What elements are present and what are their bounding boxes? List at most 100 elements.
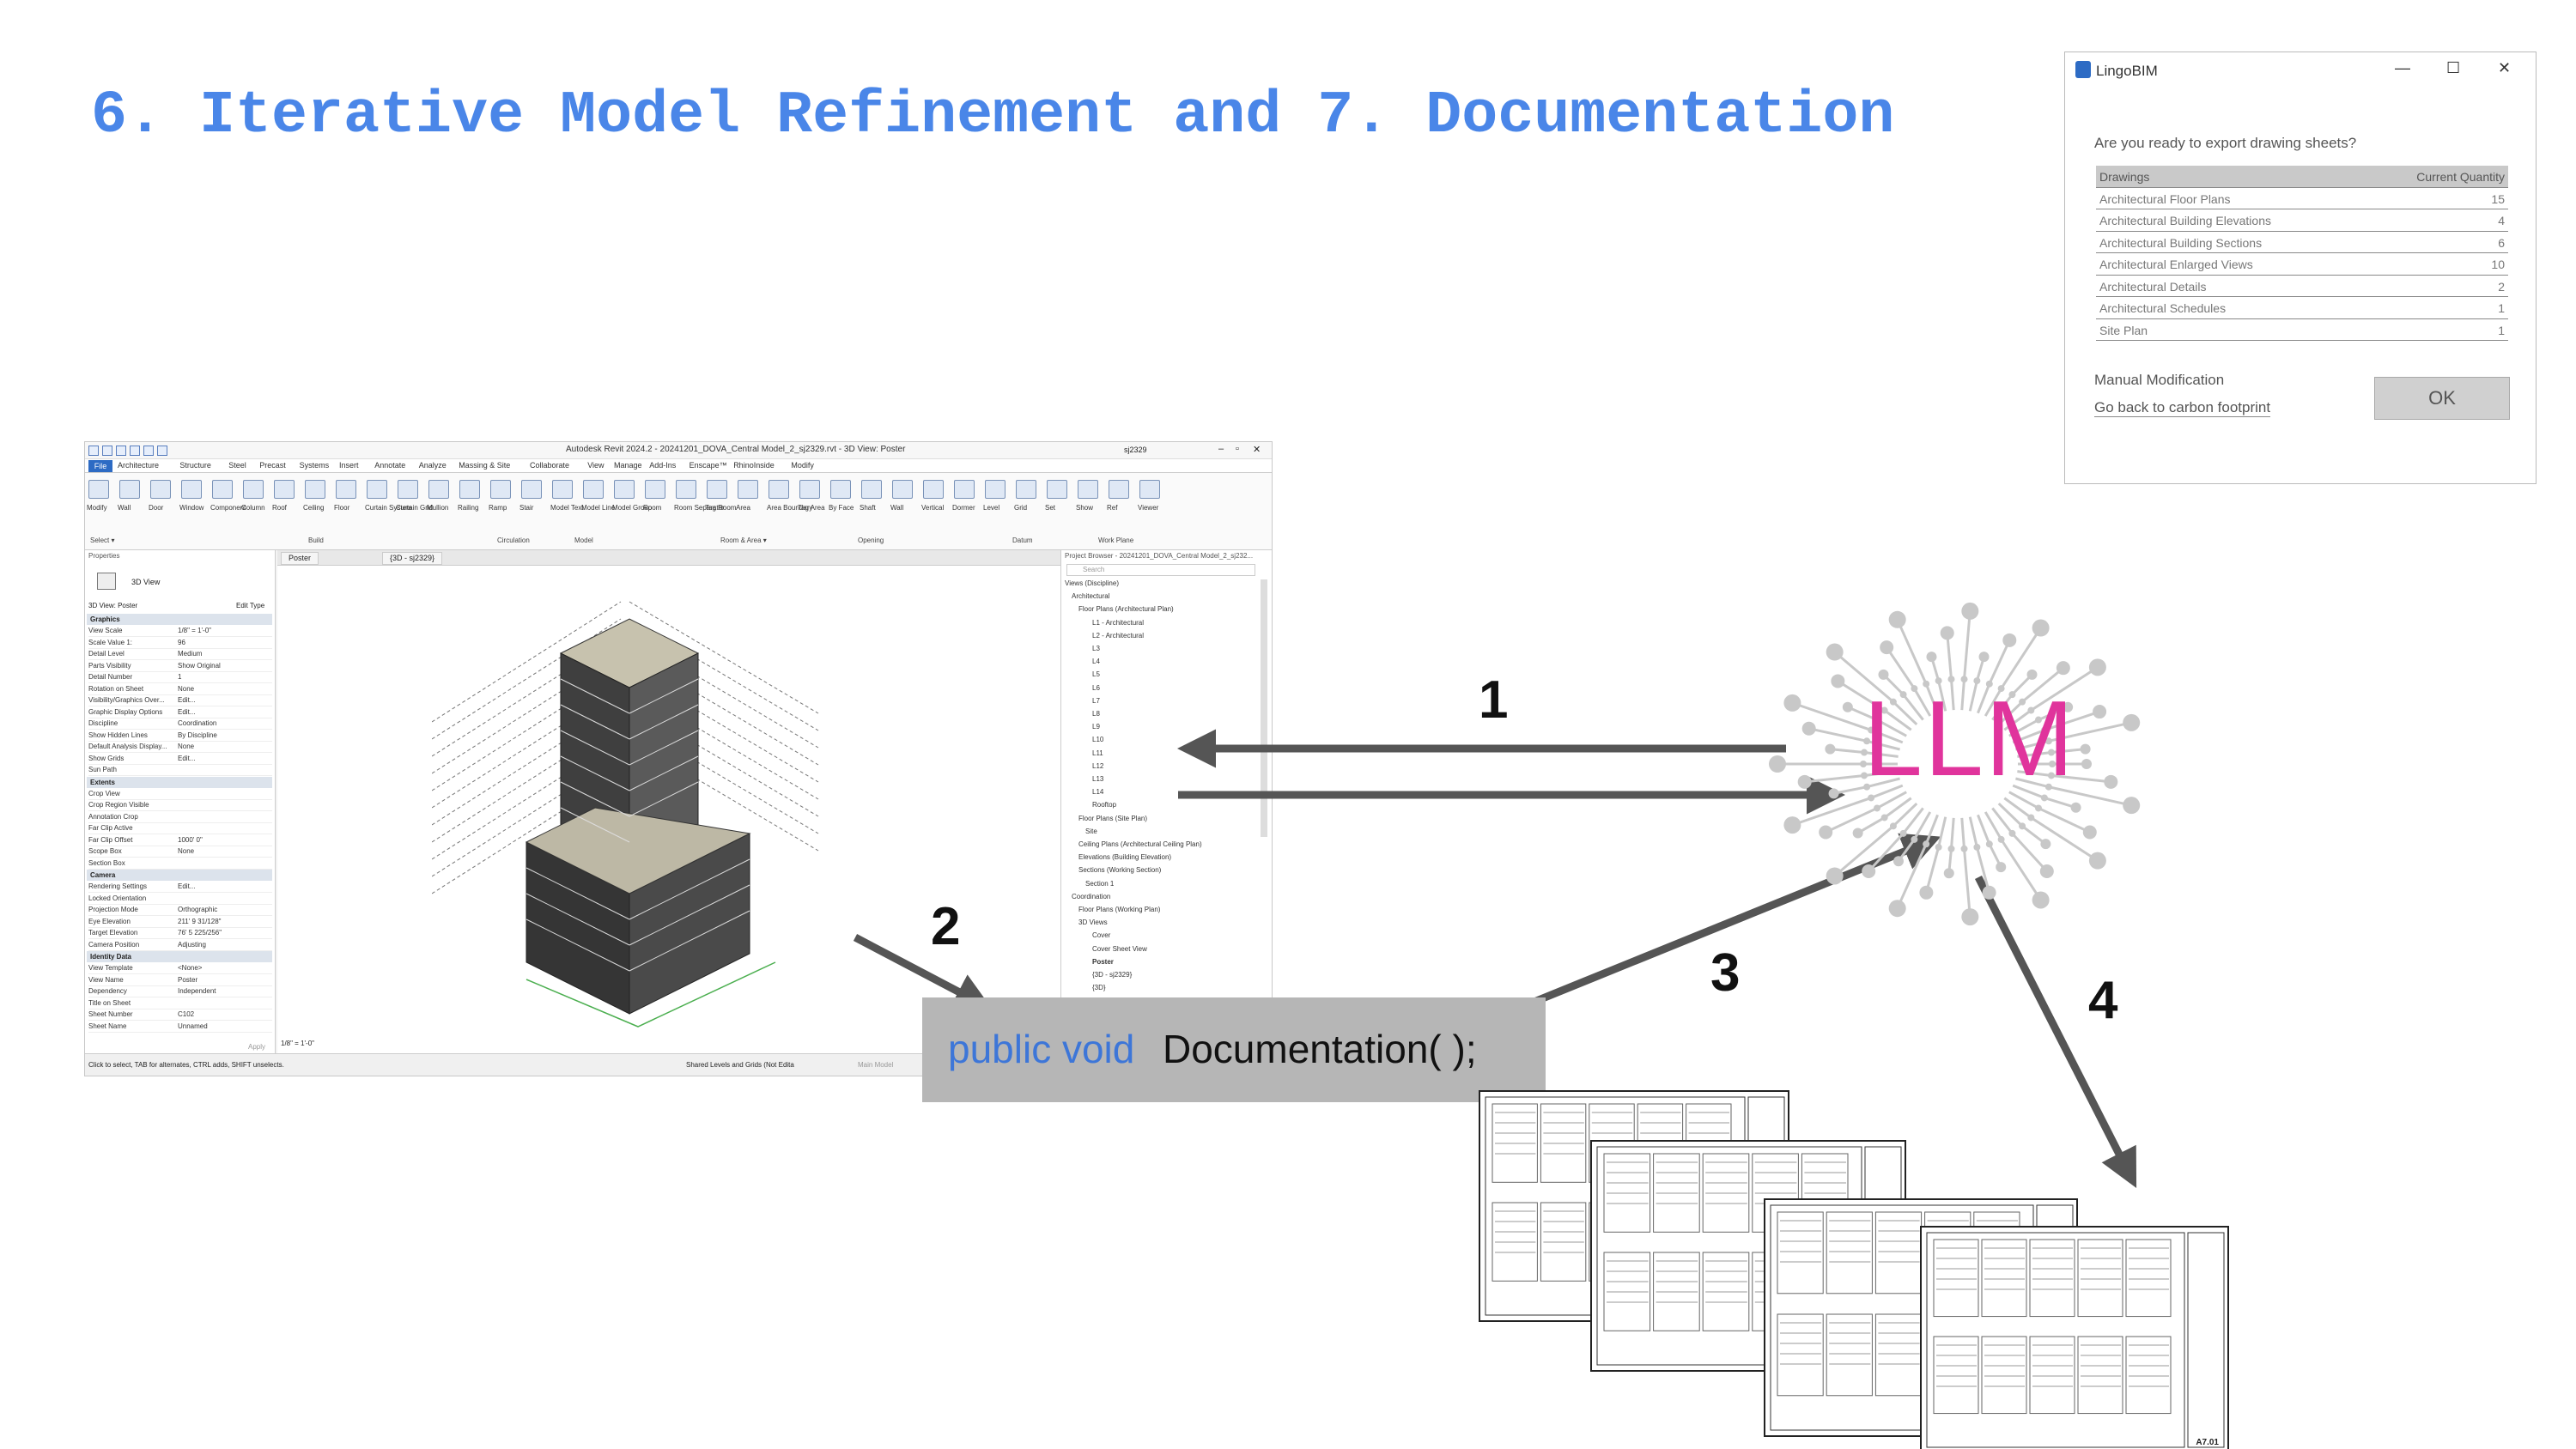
ribbon-tab[interactable]: Structure bbox=[179, 461, 211, 470]
ribbon-tab[interactable]: Insert bbox=[339, 461, 359, 470]
browser-item[interactable]: Elevations (Building Elevation) bbox=[1078, 853, 1172, 862]
ribbon-tab[interactable]: Massing & Site bbox=[459, 461, 511, 470]
tool-icon[interactable] bbox=[521, 480, 542, 499]
browser-item[interactable]: L14 bbox=[1092, 788, 1104, 797]
browser-item[interactable]: L9 bbox=[1092, 723, 1100, 731]
tool-icon[interactable] bbox=[892, 480, 913, 499]
building-model[interactable] bbox=[432, 585, 827, 1031]
ribbon-tab[interactable]: Add-Ins bbox=[649, 461, 677, 470]
browser-item[interactable]: L11 bbox=[1092, 749, 1103, 757]
browser-item[interactable]: Site bbox=[1085, 827, 1097, 835]
browser-item[interactable]: Sections (Working Section) bbox=[1078, 866, 1162, 875]
browser-item[interactable]: L6 bbox=[1092, 683, 1100, 692]
browser-item[interactable]: Floor Plans (Site Plan) bbox=[1078, 814, 1148, 822]
property-row[interactable]: Scale Value 1:96 bbox=[88, 638, 272, 649]
tool-icon[interactable] bbox=[1139, 480, 1160, 499]
tool-icon[interactable] bbox=[738, 480, 758, 499]
ribbon-tab[interactable]: File bbox=[88, 460, 112, 472]
ribbon-tab[interactable]: Systems bbox=[299, 461, 330, 470]
ribbon-tab[interactable]: Manage bbox=[614, 461, 642, 470]
browser-item[interactable]: L3 bbox=[1092, 645, 1100, 652]
browser-item[interactable]: Cover Sheet View bbox=[1092, 944, 1147, 953]
ribbon-tab[interactable]: Analyze bbox=[418, 461, 447, 470]
close-icon[interactable]: ✕ bbox=[1253, 445, 1261, 455]
browser-item[interactable]: L2 - Architectural bbox=[1092, 631, 1145, 640]
tool-icon[interactable] bbox=[830, 480, 851, 499]
tool-icon[interactable] bbox=[614, 480, 635, 499]
3d-view-area[interactable]: Poster {3D - sj2329} bbox=[277, 550, 1145, 1053]
tool-icon[interactable] bbox=[799, 480, 820, 499]
tool-icon[interactable] bbox=[367, 480, 387, 499]
tool-icon[interactable] bbox=[305, 480, 325, 499]
browser-scrollbar[interactable] bbox=[1261, 579, 1267, 837]
apply-button[interactable]: Apply bbox=[248, 1043, 266, 1051]
open-icon[interactable] bbox=[102, 446, 112, 456]
browser-item[interactable]: L7 bbox=[1092, 696, 1100, 705]
redo-icon[interactable] bbox=[157, 446, 167, 456]
browser-item[interactable]: L13 bbox=[1092, 775, 1104, 783]
tool-icon[interactable] bbox=[428, 480, 449, 499]
tool-icon[interactable] bbox=[583, 480, 604, 499]
tool-icon[interactable] bbox=[212, 480, 233, 499]
property-row[interactable]: Far Clip Active bbox=[88, 823, 272, 834]
property-section[interactable]: Camera bbox=[87, 870, 272, 881]
maximize-icon[interactable]: ▫ bbox=[1236, 444, 1239, 454]
tool-icon[interactable] bbox=[243, 480, 264, 499]
property-section[interactable]: Graphics bbox=[87, 614, 272, 625]
browser-item[interactable]: L4 bbox=[1092, 658, 1100, 666]
ok-button[interactable]: OK bbox=[2374, 377, 2510, 420]
edit-type-button[interactable]: Edit Type bbox=[236, 602, 265, 609]
type-selector[interactable]: 3D View bbox=[131, 578, 161, 586]
browser-item[interactable]: Cover bbox=[1092, 931, 1111, 940]
model-selector[interactable]: Main Model bbox=[858, 1061, 894, 1069]
manual-modification-link[interactable]: Manual Modification bbox=[2094, 372, 2225, 388]
tab-poster[interactable]: Poster bbox=[281, 552, 319, 565]
tool-icon[interactable] bbox=[1109, 480, 1129, 499]
tool-icon[interactable] bbox=[88, 480, 109, 499]
browser-item[interactable]: {3D} bbox=[1092, 984, 1106, 992]
property-row[interactable]: Title on Sheet bbox=[88, 998, 272, 1009]
tool-icon[interactable] bbox=[1047, 480, 1067, 499]
property-row[interactable]: Sun Path bbox=[88, 765, 272, 776]
property-row[interactable]: Visibility/Graphics Over...Edit... bbox=[88, 695, 272, 706]
browser-item[interactable]: Architectural bbox=[1072, 592, 1110, 601]
minimize-icon[interactable]: – bbox=[1218, 444, 1224, 454]
tool-icon[interactable] bbox=[769, 480, 789, 499]
browser-item[interactable]: L8 bbox=[1092, 710, 1100, 718]
ribbon-tab[interactable]: Architecture bbox=[118, 461, 160, 470]
browser-item[interactable]: Section 1 bbox=[1085, 879, 1115, 888]
browser-item[interactable]: 3D Views bbox=[1078, 919, 1108, 927]
tool-icon[interactable] bbox=[490, 480, 511, 499]
browser-item[interactable]: L10 bbox=[1092, 736, 1104, 744]
tool-icon[interactable] bbox=[923, 480, 944, 499]
browser-item[interactable]: L12 bbox=[1092, 761, 1104, 770]
ribbon-tab[interactable]: RhinoInside bbox=[733, 461, 775, 470]
browser-item[interactable]: Floor Plans (Working Plan) bbox=[1078, 906, 1161, 913]
tool-icon[interactable] bbox=[119, 480, 140, 499]
browser-item[interactable]: Ceiling Plans (Architectural Ceiling Pla… bbox=[1078, 840, 1202, 848]
property-section[interactable]: Extents bbox=[87, 776, 272, 788]
sync-icon[interactable] bbox=[130, 446, 140, 456]
tab-3d-view[interactable]: {3D - sj2329} bbox=[382, 552, 443, 565]
tool-icon[interactable] bbox=[676, 480, 696, 499]
tool-icon[interactable] bbox=[398, 480, 418, 499]
tool-icon[interactable] bbox=[861, 480, 882, 499]
tool-icon[interactable] bbox=[1078, 480, 1098, 499]
